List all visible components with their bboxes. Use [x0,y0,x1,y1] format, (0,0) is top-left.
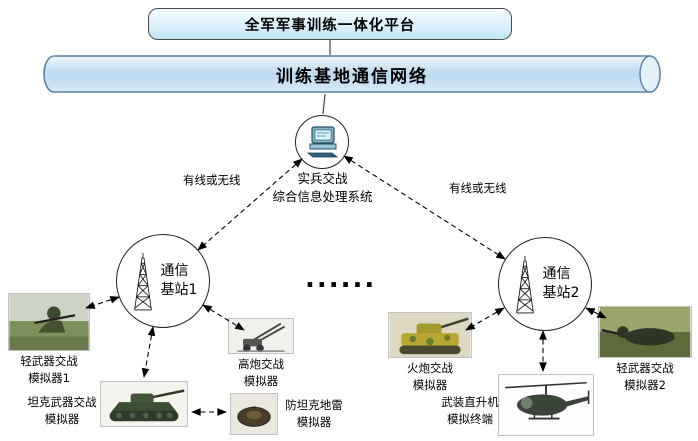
caption-line: 防坦克地雷 [285,398,343,412]
station2-label: 通信 基站2 [543,265,580,303]
mine-sim-caption: 防坦克地雷 模拟器 [278,397,350,432]
station2-label-line2: 基站2 [542,285,580,301]
base-station-1-node: 通信 基站1 [116,234,210,328]
processor-node [295,115,349,169]
platform-title: 全军军事训练一体化平台 [244,17,416,34]
link-label-right: 有线或无线 [449,181,507,195]
tank-photo [100,381,188,427]
caption-line: 模拟器 [243,374,279,389]
caption-line: 模拟器 [412,378,448,393]
processor-label-line1: 实兵交战 [297,171,348,186]
artillery-photo [388,312,472,358]
station1-to-tank-link [141,326,156,378]
caption-line: 轻武器交战 [616,361,674,375]
soldier-photo-2 [598,306,692,358]
ellipsis-separator: ...... [305,264,377,294]
caption-line: 高炮交战 [238,357,284,371]
network-cylinder: 训练基地通信网络 [40,54,664,94]
caption-line: 火炮交战 [407,361,453,375]
network-title: 训练基地通信网络 [276,67,428,87]
light-weapons-sim-2-caption: 轻武器交战 模拟器2 [600,360,690,395]
radio-tower-icon [515,256,534,314]
caption-line: 轻武器交战 [20,354,78,368]
station1-label: 通信 基站1 [161,262,198,300]
caption-line: 模拟器 [296,415,332,430]
processor-label: 实兵交战 综合信息处理系统 [250,170,395,206]
caption-line: 坦克武器交战 [27,395,97,409]
caption-line: 模拟器 [44,412,80,427]
caption-line: 模拟终端 [447,412,493,427]
station1-label-line1: 通信 [160,263,189,280]
radio-tower-icon [133,253,152,311]
cylinder-shape [43,55,661,93]
processor-label-line2: 综合信息处理系统 [272,189,373,205]
aa-gun-sim-caption: 高炮交战 模拟器 [226,356,296,391]
station2-label-line1: 通信 [542,266,571,283]
link-label-left: 有线或无线 [183,173,241,187]
tank-sim-caption: 坦克武器交战 模拟器 [16,394,108,429]
station1-to-light1-link [85,296,120,309]
attack-helicopter-photo [498,374,594,436]
helicopter-terminal-caption: 武装直升机 模拟终端 [436,394,504,429]
anti-tank-mine-photo [230,393,278,435]
station1-label-line2: 基站1 [160,282,198,298]
caption-line: 模拟器2 [624,378,666,393]
base-station-2-node: 通信 基站2 [498,237,592,331]
anti-aircraft-gun-photo [228,318,294,354]
light-weapons-sim-1-caption: 轻武器交战 模拟器1 [4,353,94,388]
platform-node: 全军军事训练一体化平台 [148,8,512,40]
computer-icon [306,126,339,158]
caption-line: 模拟器1 [28,371,70,386]
caption-line: 武装直升机 [441,395,499,409]
soldier-photo-1 [8,293,90,351]
artillery-sim-caption: 火炮交战 模拟器 [392,360,468,395]
network-to-processor-line [322,93,326,115]
